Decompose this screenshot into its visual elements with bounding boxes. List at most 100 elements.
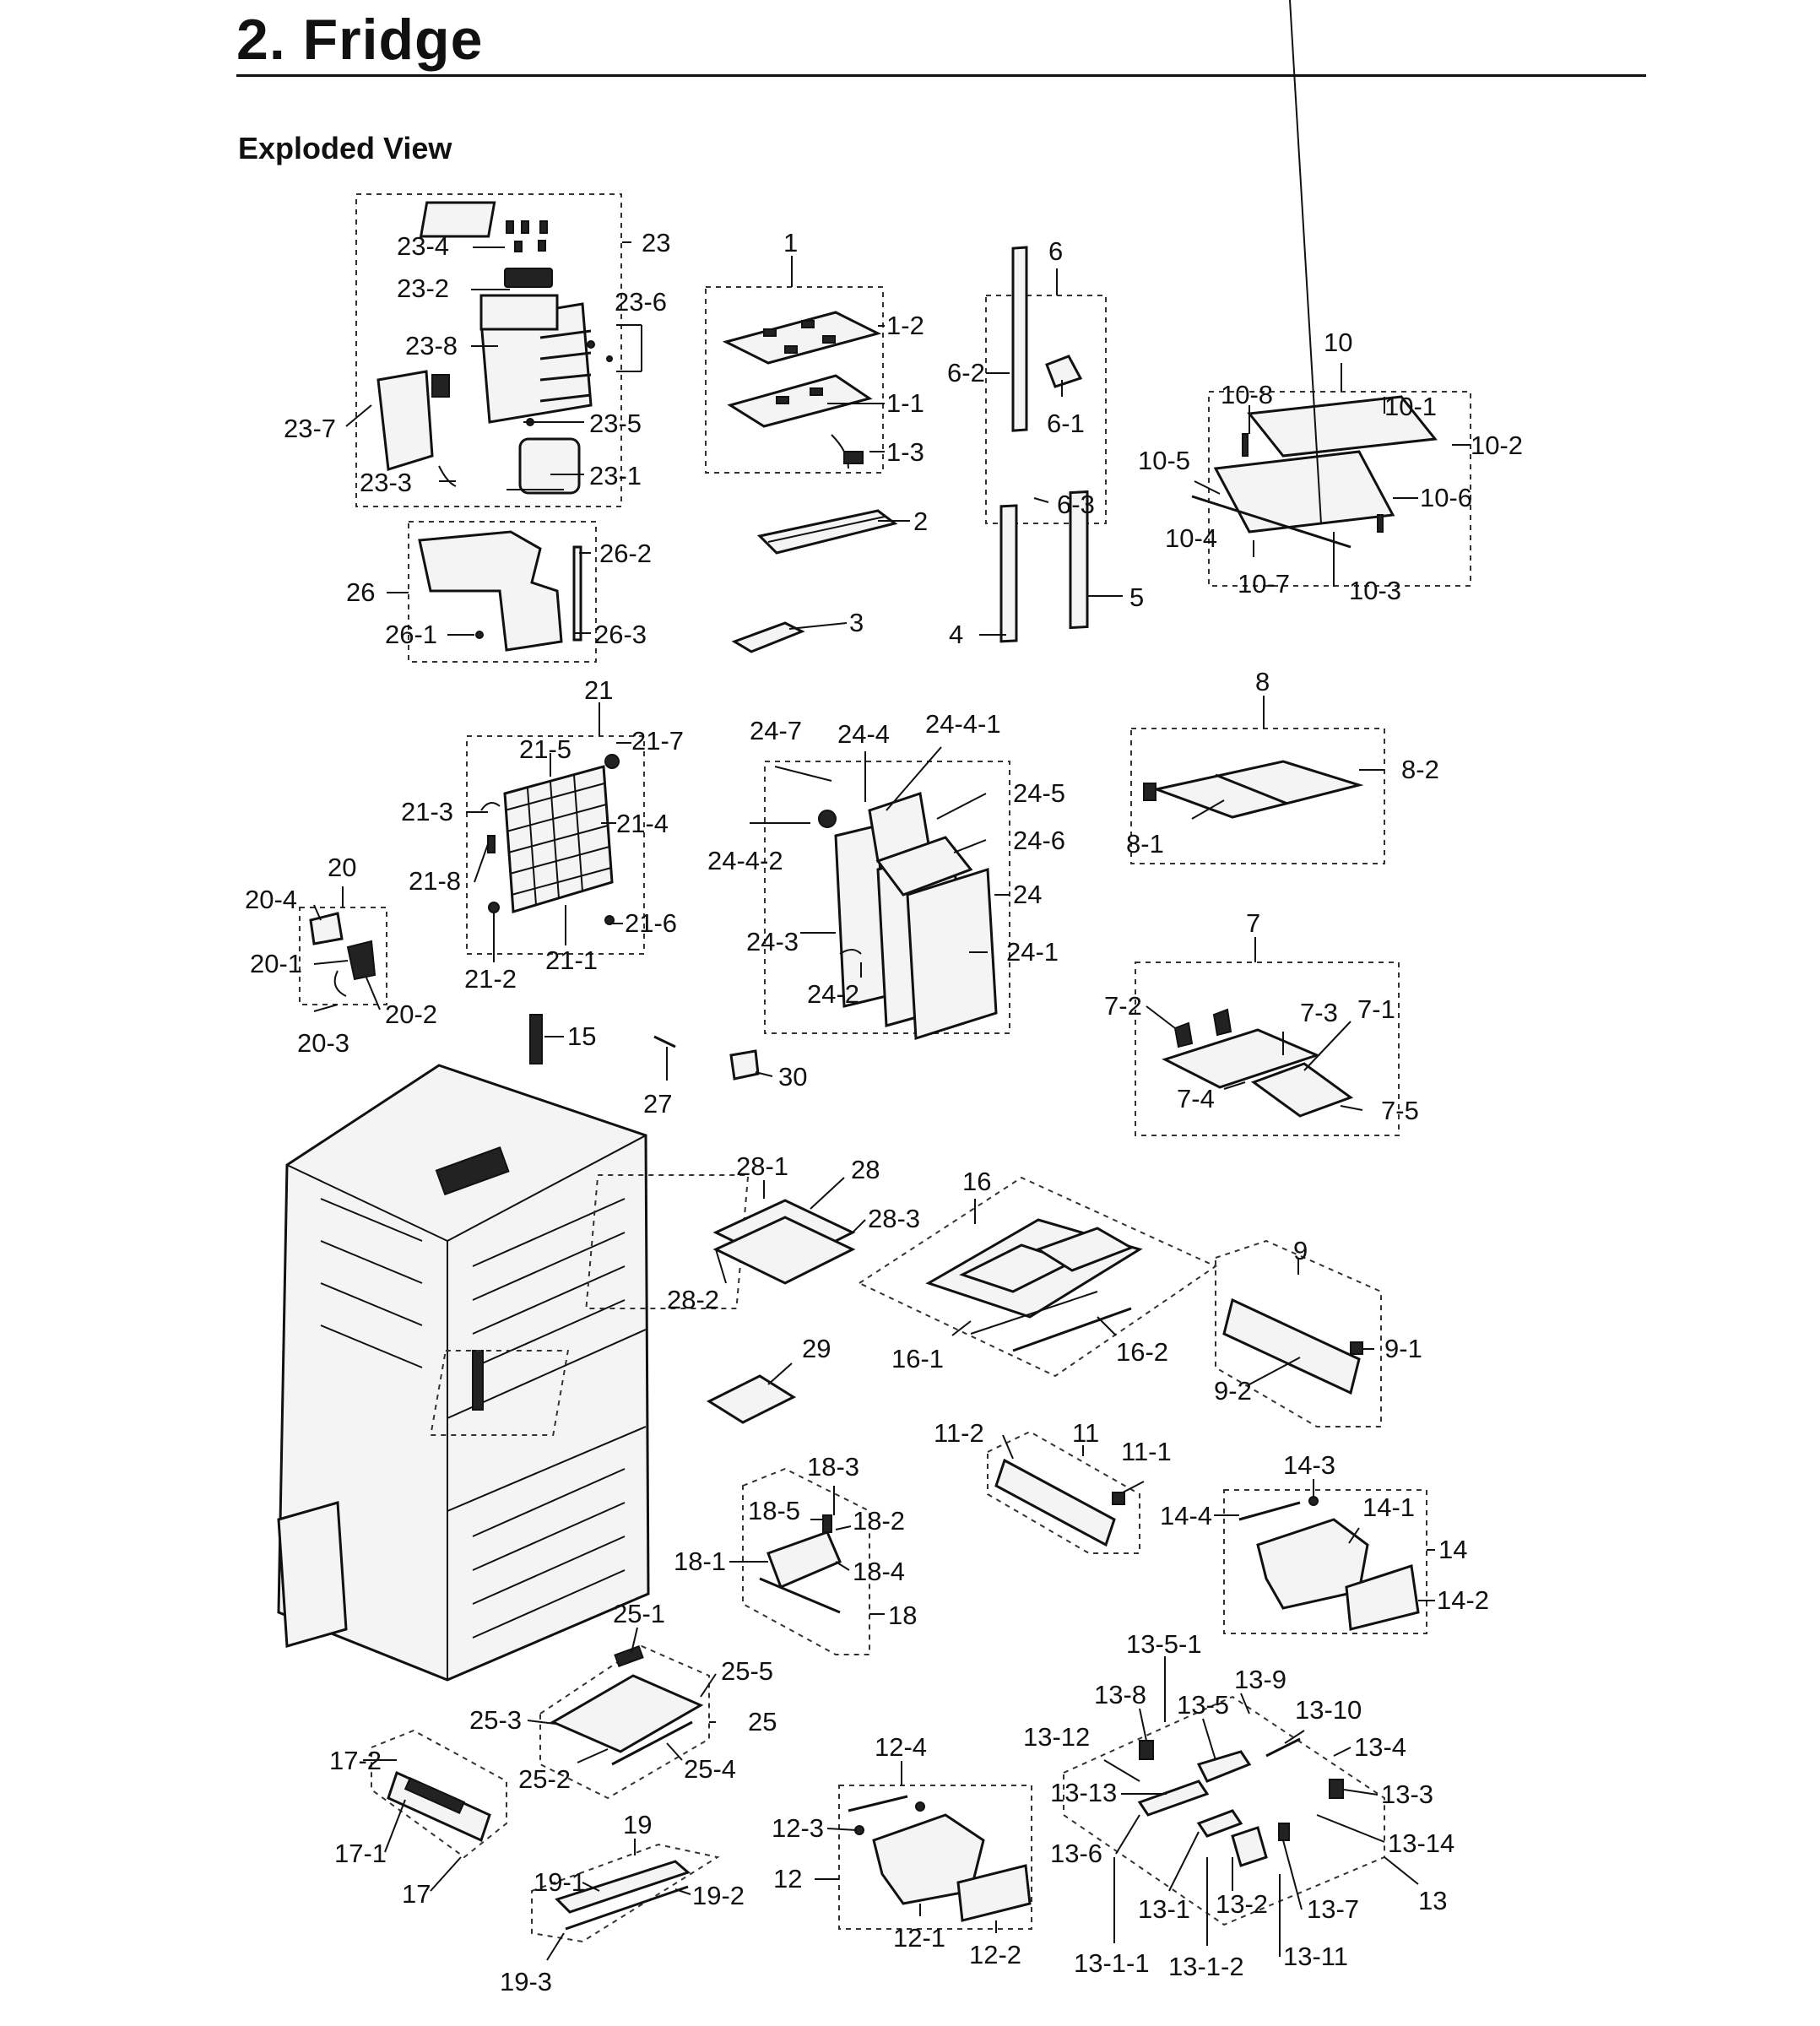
top-cover-assembly <box>705 286 898 653</box>
part-15 <box>529 1014 543 1064</box>
callout-18-2: 18-2 <box>853 1506 905 1536</box>
callout-9-2: 9-2 <box>1214 1376 1252 1406</box>
callout-11-2: 11-2 <box>934 1418 984 1448</box>
callout-21-3: 21-3 <box>401 797 453 826</box>
callout-24-5: 24-5 <box>1013 778 1065 808</box>
callout-7-2: 7-2 <box>1104 991 1142 1021</box>
panel-assembly-17 <box>371 1729 507 1859</box>
evaporator-assembly <box>466 735 645 955</box>
callout-21-5: 21-5 <box>519 734 571 764</box>
callout-13-9: 13-9 <box>1234 1665 1286 1694</box>
callout-28: 28 <box>851 1155 880 1184</box>
callout-21-7: 21-7 <box>631 726 684 756</box>
callout-26-1: 26-1 <box>385 620 437 649</box>
callout-7-3: 7-3 <box>1300 998 1338 1027</box>
callout-10-4: 10-4 <box>1165 523 1217 553</box>
callout-5: 5 <box>1129 582 1144 612</box>
fan-duct-assembly <box>764 761 1010 1041</box>
callout-13: 13 <box>1418 1886 1447 1915</box>
callout-1: 1 <box>783 228 798 257</box>
callout-20-4: 20-4 <box>245 885 297 914</box>
callout-25: 25 <box>748 1707 777 1736</box>
callout-13-5: 13-5 <box>1177 1690 1229 1720</box>
callout-30: 30 <box>778 1062 807 1092</box>
callout-13-5-1: 13-5-1 <box>1126 1629 1202 1659</box>
callout-13-13: 13-13 <box>1050 1778 1117 1807</box>
callout-20-2: 20-2 <box>385 999 437 1029</box>
callout-10-1: 10-1 <box>1384 392 1437 421</box>
drawer-assembly-14 <box>1223 1489 1427 1634</box>
callout-25-3: 25-3 <box>469 1705 522 1735</box>
callout-28-3: 28-3 <box>868 1204 920 1233</box>
callout-7: 7 <box>1246 908 1260 938</box>
callout-24-1: 24-1 <box>1006 937 1059 967</box>
callout-19-3: 19-3 <box>500 1967 552 1996</box>
callout-1-3: 1-3 <box>886 437 924 467</box>
callout-12-2: 12-2 <box>969 1940 1021 1969</box>
callout-24-4-2: 24-4-2 <box>707 846 783 875</box>
part-30 <box>729 1049 760 1081</box>
callout-7-1: 7-1 <box>1357 994 1395 1024</box>
leader-lines <box>313 241 1471 1961</box>
callout-10: 10 <box>1324 328 1352 357</box>
callout-10-7: 10-7 <box>1238 569 1290 599</box>
callout-6: 6 <box>1048 236 1063 266</box>
callout-21: 21 <box>584 675 613 705</box>
callout-13-1-2: 13-1-2 <box>1168 1952 1244 1981</box>
drawer-assembly-12 <box>838 1785 1032 1930</box>
callout-25-4: 25-4 <box>684 1754 736 1784</box>
callout-23-7: 23-7 <box>284 414 336 443</box>
callout-13-12: 13-12 <box>1023 1722 1090 1752</box>
callout-4: 4 <box>949 620 963 649</box>
callout-13-10: 13-10 <box>1295 1695 1362 1725</box>
shelf-assembly-28 <box>585 1174 856 1309</box>
callout-2: 2 <box>913 506 928 536</box>
callout-24-6: 24-6 <box>1013 826 1065 855</box>
callout-24-3: 24-3 <box>746 927 799 956</box>
callout-9: 9 <box>1293 1236 1308 1265</box>
callout-14: 14 <box>1438 1535 1467 1564</box>
callout-16-1: 16-1 <box>891 1344 944 1373</box>
callout-23-4: 23-4 <box>397 231 449 261</box>
callout-17-2: 17-2 <box>329 1746 382 1775</box>
callout-13-7: 13-7 <box>1307 1894 1359 1924</box>
callout-21-4: 21-4 <box>616 809 669 838</box>
callout-21-1: 21-1 <box>545 945 598 975</box>
callout-13-14: 13-14 <box>1388 1828 1454 1858</box>
callout-20: 20 <box>328 853 356 882</box>
callout-10-3: 10-3 <box>1349 576 1401 605</box>
rail-assembly-11 <box>987 1430 1140 1554</box>
dispenser-assembly-13 <box>1063 1695 1385 1926</box>
callout-16-2: 16-2 <box>1116 1337 1168 1367</box>
page-header: 2. Fridge <box>236 7 1646 77</box>
cover-assembly-16 <box>857 1176 1218 1378</box>
callout-14-3: 14-3 <box>1283 1450 1335 1480</box>
callout-27: 27 <box>643 1089 672 1119</box>
callout-29: 29 <box>802 1334 831 1363</box>
shelf-assembly-7 <box>1135 962 1400 1136</box>
crisper-assembly-25 <box>539 1644 710 1800</box>
callout-13-4: 13-4 <box>1354 1732 1406 1762</box>
callout-20-3: 20-3 <box>297 1028 349 1058</box>
callout-9-1: 9-1 <box>1384 1334 1422 1363</box>
callout-10-2: 10-2 <box>1471 431 1523 460</box>
callout-13-6: 13-6 <box>1050 1839 1102 1868</box>
callout-8-2: 8-2 <box>1401 755 1439 784</box>
callout-6-2: 6-2 <box>947 358 985 387</box>
callout-17: 17 <box>402 1879 431 1909</box>
callout-17-1: 17-1 <box>334 1839 387 1868</box>
callout-10-5: 10-5 <box>1138 446 1190 475</box>
callout-20-1: 20-1 <box>250 949 302 978</box>
rail-assembly-9 <box>1215 1239 1382 1427</box>
callout-11-1: 11-1 <box>1121 1437 1172 1466</box>
callout-12: 12 <box>773 1864 802 1893</box>
callout-23-3: 23-3 <box>360 468 412 497</box>
callout-18-5: 18-5 <box>748 1496 800 1525</box>
callout-12-4: 12-4 <box>875 1732 927 1762</box>
callout-12-3: 12-3 <box>772 1813 824 1843</box>
side-rails <box>985 246 1107 643</box>
callout-24-4: 24-4 <box>837 719 890 749</box>
callout-28-2: 28-2 <box>667 1285 719 1314</box>
callout-23-2: 23-2 <box>397 274 449 303</box>
callout-10-8: 10-8 <box>1221 380 1273 409</box>
